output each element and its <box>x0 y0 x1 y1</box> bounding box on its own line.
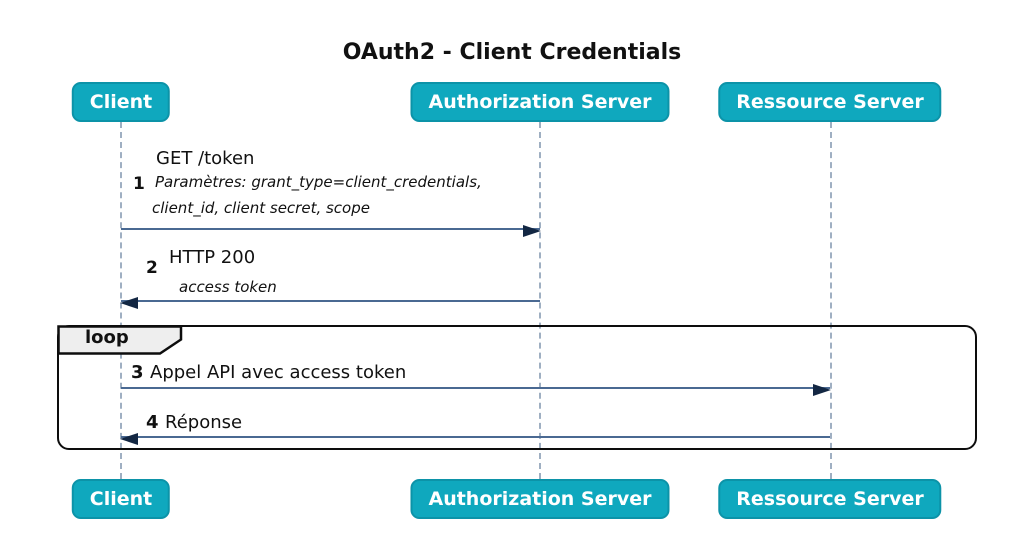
arrow-1-client-to-auth <box>121 224 541 237</box>
participant-auth-top: Authorization Server <box>410 82 670 122</box>
participant-auth-bottom: Authorization Server <box>410 479 670 519</box>
lifeline-ressource-server <box>830 122 832 479</box>
lifeline-authorization-server <box>539 122 541 479</box>
message-1-detail-1: Paramètres: grant_type=client_credential… <box>155 173 482 191</box>
loop-tab <box>57 325 183 359</box>
arrowhead-right-icon <box>813 383 831 396</box>
arrowhead-right-icon <box>523 224 541 237</box>
diagram-title: OAuth2 - Client Credentials <box>342 40 682 65</box>
participant-client-top: Client <box>71 82 171 122</box>
arrow-2-auth-to-client <box>120 296 540 309</box>
message-4-label: Réponse <box>165 412 243 433</box>
message-4-number: 4 <box>146 412 159 433</box>
participant-resource-top: Ressource Server <box>718 82 942 122</box>
message-2-label: HTTP 200 <box>169 247 256 268</box>
message-1-number: 1 <box>133 174 145 194</box>
message-3-number: 3 <box>131 362 144 383</box>
message-3-label: Appel API avec access token <box>150 362 407 383</box>
loop-label: loop <box>85 327 129 348</box>
message-2-number: 2 <box>146 258 158 278</box>
arrowhead-left-icon <box>120 296 138 309</box>
arrow-3-client-to-resource <box>121 383 831 396</box>
message-1-label: GET /token <box>156 148 255 169</box>
participant-resource-bottom: Ressource Server <box>718 479 942 519</box>
participant-client-bottom: Client <box>71 479 171 519</box>
message-1-detail-2: client_id, client secret, scope <box>152 199 370 217</box>
loop-tab-shape <box>57 325 183 355</box>
message-2-detail-1: access token <box>179 278 277 296</box>
arrowhead-left-icon <box>120 432 138 445</box>
loop-frame <box>57 325 977 450</box>
arrow-4-resource-to-client <box>120 432 830 445</box>
